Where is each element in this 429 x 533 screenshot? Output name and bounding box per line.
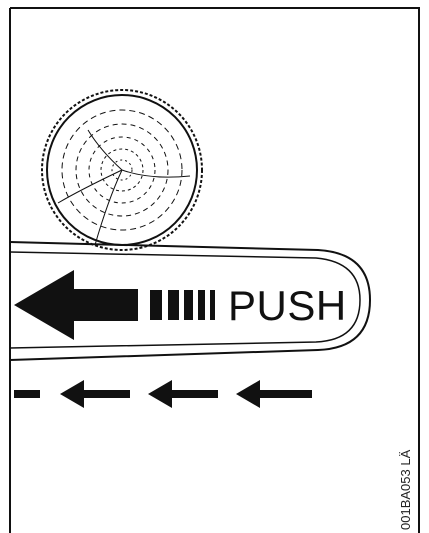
push-direction-arrow-icon bbox=[14, 270, 215, 340]
figure-code: 001BA053 LÄ bbox=[398, 449, 413, 530]
guide-bar-inner-outline bbox=[9, 251, 361, 349]
push-label: PUSH bbox=[228, 282, 347, 329]
frame-border bbox=[9, 7, 420, 533]
guide-bar-outline bbox=[9, 241, 372, 361]
chain-direction-arrow-icon bbox=[14, 380, 312, 408]
log-cross-section-icon bbox=[41, 89, 203, 251]
